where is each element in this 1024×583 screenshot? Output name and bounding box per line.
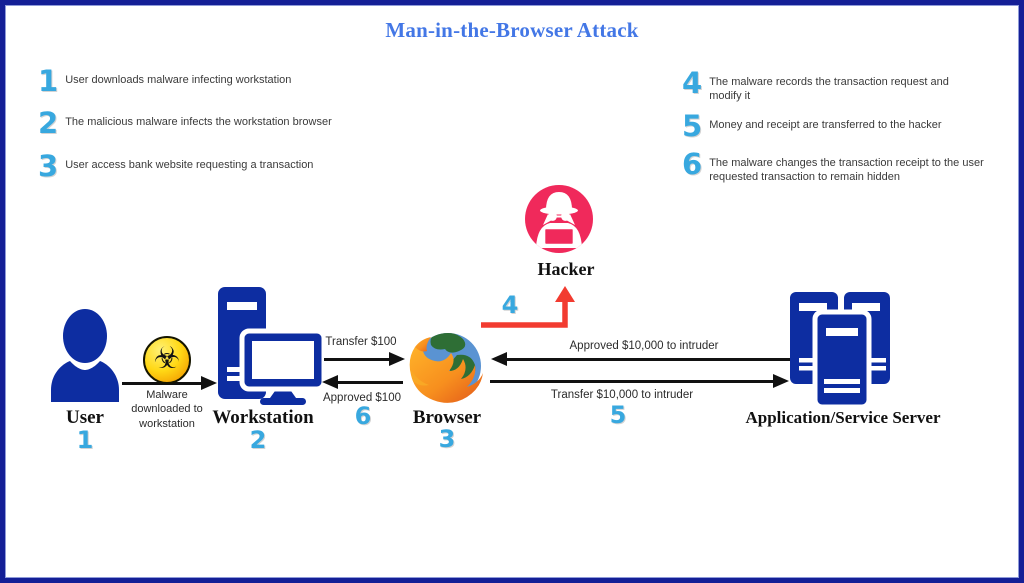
- arrow-browser-to-server: [490, 374, 789, 388]
- step-2: 2 The malicious malware infects the work…: [38, 106, 332, 140]
- step-6-marker: 6: [354, 402, 372, 430]
- workstation-icon: [218, 287, 324, 405]
- step-1-text: User downloads malware infecting worksta…: [65, 74, 292, 86]
- step-6: 6 The malware changes the transaction re…: [682, 147, 992, 185]
- step-4-number: 4: [682, 66, 703, 100]
- arrow-to-hacker-icon: [481, 286, 575, 328]
- step-3: 3 User access bank website requesting a …: [38, 149, 314, 183]
- user-label: User: [66, 407, 104, 428]
- server-label: Application/Service Server: [745, 408, 941, 427]
- step-5-text: Money and receipt are transferred to the…: [709, 119, 942, 131]
- transfer-100-label: Transfer $100: [325, 336, 397, 348]
- transfer-10000-label: Transfer $10,000 to intruder: [550, 389, 694, 401]
- approved-100-label: Approved $100: [322, 392, 402, 404]
- user-step-marker: 1: [76, 426, 94, 454]
- step-2-text: The malicious malware infects the workst…: [65, 116, 332, 128]
- step-2-number: 2: [38, 106, 59, 140]
- step-3-number: 3: [38, 149, 59, 183]
- biohazard-icon: ☣: [143, 336, 191, 384]
- arrow-server-to-browser: [491, 352, 790, 366]
- biohazard-glyph: ☣: [153, 341, 181, 376]
- step-4-text: The malware records the transaction requ…: [709, 76, 949, 102]
- step-6-text: The malware changes the transaction rece…: [709, 157, 984, 183]
- approved-10000-label: Approved $10,000 to intruder: [569, 340, 719, 352]
- step-1: 1 User downloads malware infecting works…: [38, 64, 292, 98]
- page-title: Man-in-the-Browser Attack: [385, 18, 639, 42]
- step-5-marker: 5: [609, 401, 627, 429]
- browser-step-marker: 3: [438, 425, 456, 453]
- server-stack-icon: [790, 292, 890, 410]
- firefox-browser-icon: [409, 333, 483, 403]
- arrow-workstation-to-browser: [324, 352, 405, 366]
- step-4-marker: 4: [501, 291, 519, 319]
- step-1-number: 1: [38, 64, 59, 98]
- malware-edge-label: Malware downloaded to workstation: [131, 389, 203, 430]
- user-icon: [51, 309, 119, 402]
- workstation-step-marker: 2: [249, 426, 267, 454]
- hacker-spy-icon: [525, 185, 593, 253]
- workstation-label: Workstation: [212, 407, 314, 428]
- hacker-label: Hacker: [537, 259, 595, 279]
- step-5-number: 5: [682, 109, 703, 143]
- browser-label: Browser: [412, 407, 482, 428]
- step-6-number: 6: [682, 147, 703, 181]
- step-4: 4 The malware records the transaction re…: [682, 66, 982, 104]
- arrow-browser-to-workstation: [322, 375, 403, 389]
- step-5: 5 Money and receipt are transferred to t…: [682, 109, 982, 143]
- step-3-text: User access bank website requesting a tr…: [65, 159, 314, 171]
